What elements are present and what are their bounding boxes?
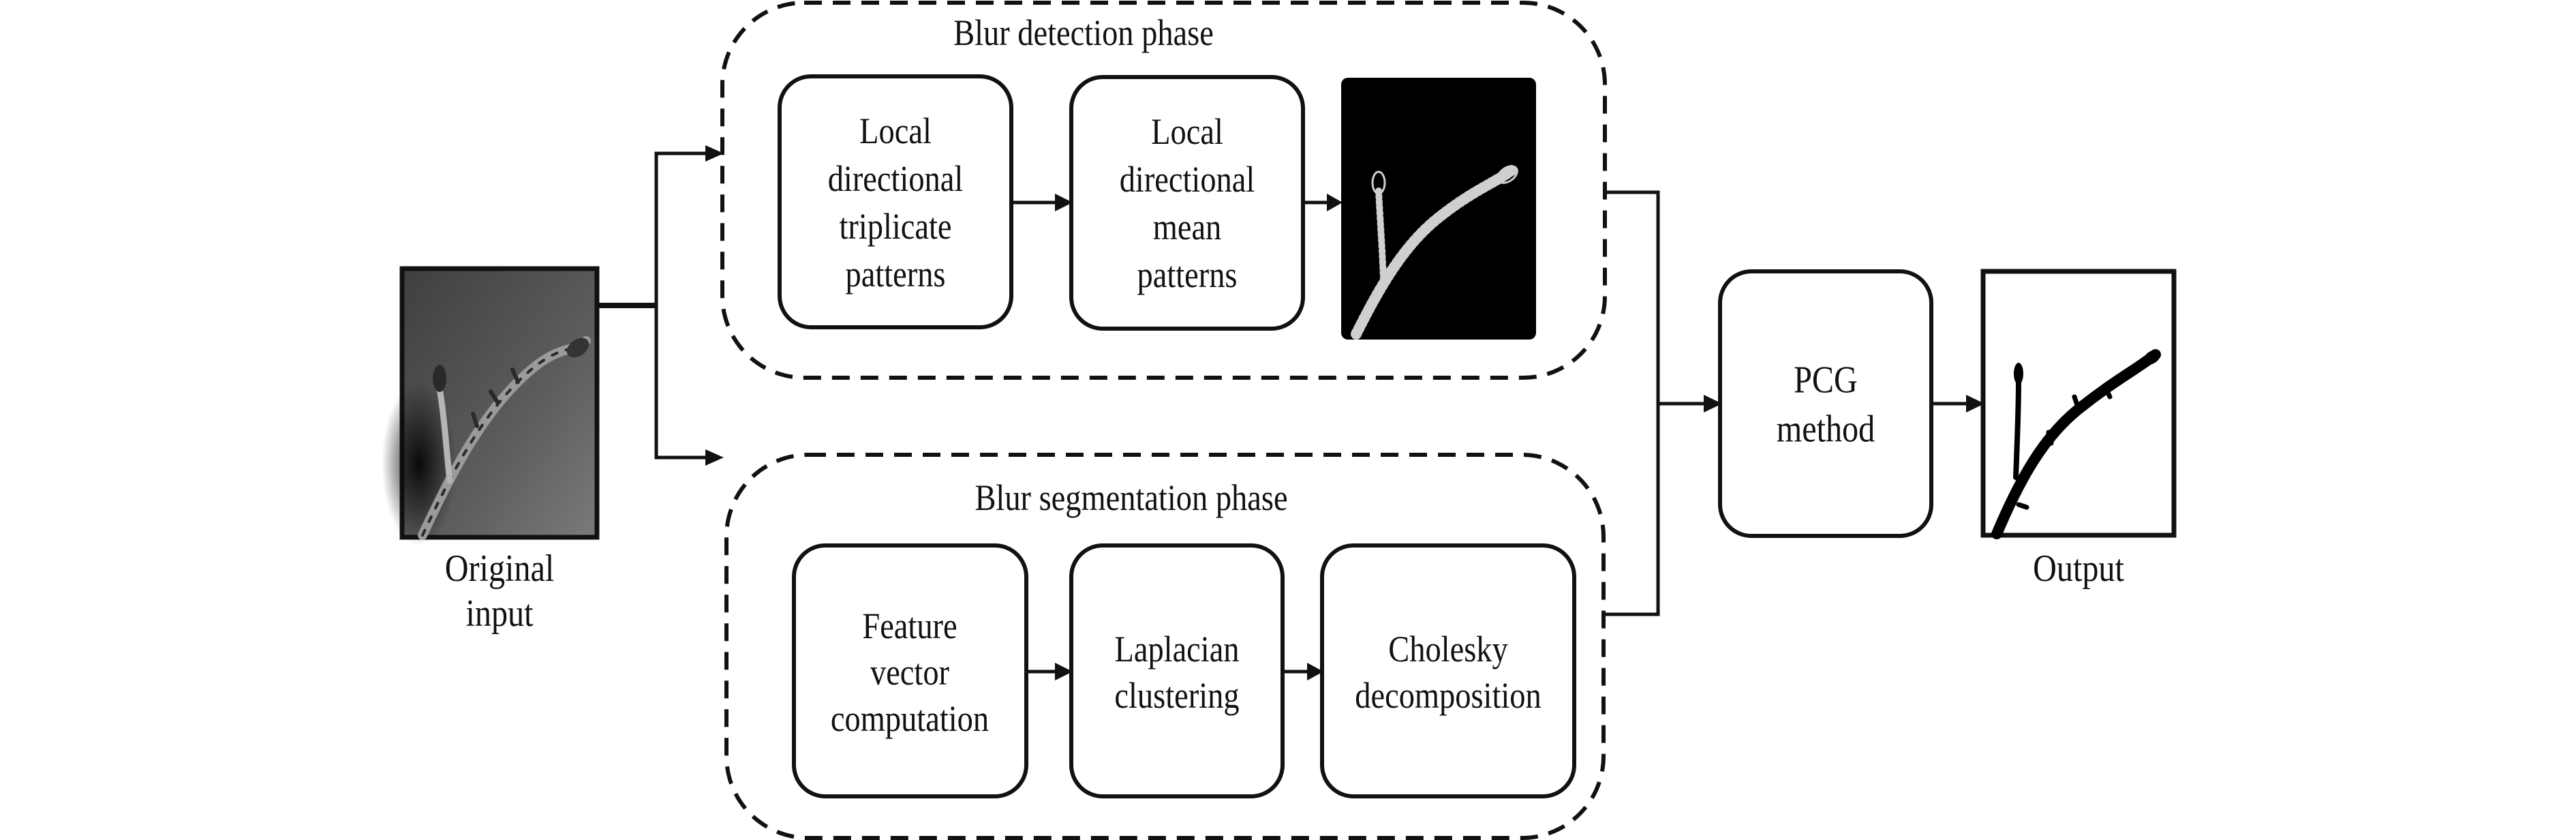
box-label-line: PCG: [1794, 359, 1858, 401]
arrow-laplacian-to-cholesky-icon: [1307, 663, 1323, 680]
box-label-line: computation: [831, 698, 989, 739]
box-label-line: directional: [828, 158, 964, 199]
blur-segmentation-phase-group: Blur segmentation phase Feature vector com…: [724, 453, 1606, 840]
segmentation-mask-branch-icon: [1991, 349, 2161, 539]
original-input-label-line-1: Original: [445, 548, 554, 590]
box-label-line: patterns: [1137, 254, 1237, 295]
blur-detection-phase-group: Blur detection phase Local directional tri…: [720, 1, 1607, 380]
step-cholesky-text: Cholesky decomposition: [1355, 629, 1541, 716]
pcg-method-text: PCG method: [1777, 359, 1875, 450]
arrow-ldmp-to-edgemap-icon: [1327, 194, 1343, 211]
arrow-to-pcg-icon: [1704, 395, 1722, 412]
input-splitter-connector: [598, 145, 724, 466]
step-laplacian-text: Laplacian clustering: [1114, 629, 1239, 716]
detection-phase-title: Blur detection phase: [953, 12, 1214, 53]
arrow-to-segmentation-icon: [705, 449, 724, 466]
box-label-line: Laplacian: [1114, 629, 1239, 670]
step-cholesky-box: [1320, 543, 1576, 798]
pcg-method-box: [1718, 269, 1933, 538]
step-laplacian-box: [1069, 543, 1285, 798]
arrow-to-output-icon: [1966, 395, 1984, 412]
arrow-to-detection-icon: [705, 145, 724, 162]
box-label-line: patterns: [845, 254, 945, 295]
arrow-feature-to-laplacian-icon: [1055, 663, 1073, 680]
box-label-line: Feature: [862, 605, 957, 646]
branch-photo-icon: [418, 336, 591, 540]
output-image: [1980, 269, 2177, 539]
detection-phase-dashed-border: [720, 1, 1607, 380]
step-ldmp-text: Local directional mean patterns: [1120, 111, 1255, 295]
output-label: Output: [2033, 548, 2124, 590]
original-input-label-line-2: input: [466, 592, 534, 635]
box-label-line: clustering: [1114, 675, 1239, 716]
merge-connector: [1604, 190, 1722, 616]
box-label-line: directional: [1120, 159, 1255, 200]
edge-branch-icon: [1351, 165, 1518, 340]
box-label-line: Local: [1151, 111, 1223, 152]
segmentation-phase-title: Blur segmentation phase: [975, 477, 1287, 518]
box-label-line: triplicate: [839, 206, 951, 247]
box-label-line: method: [1777, 408, 1875, 450]
original-input-image: [382, 266, 600, 545]
box-label-line: mean: [1153, 207, 1222, 247]
arrow-ldtp-to-ldmp-icon: [1055, 194, 1073, 211]
edge-map-image: [1341, 78, 1536, 340]
box-label-line: Local: [859, 110, 932, 151]
step-ldtp-text: Local directional triplicate patterns: [828, 110, 964, 295]
box-label-line: Cholesky: [1388, 629, 1507, 670]
segmentation-phase-dashed-border: [724, 453, 1606, 840]
step-feature-vector-text: Feature vector computation: [831, 605, 989, 739]
box-label-line: decomposition: [1355, 675, 1541, 716]
box-label-line: vector: [870, 652, 949, 693]
